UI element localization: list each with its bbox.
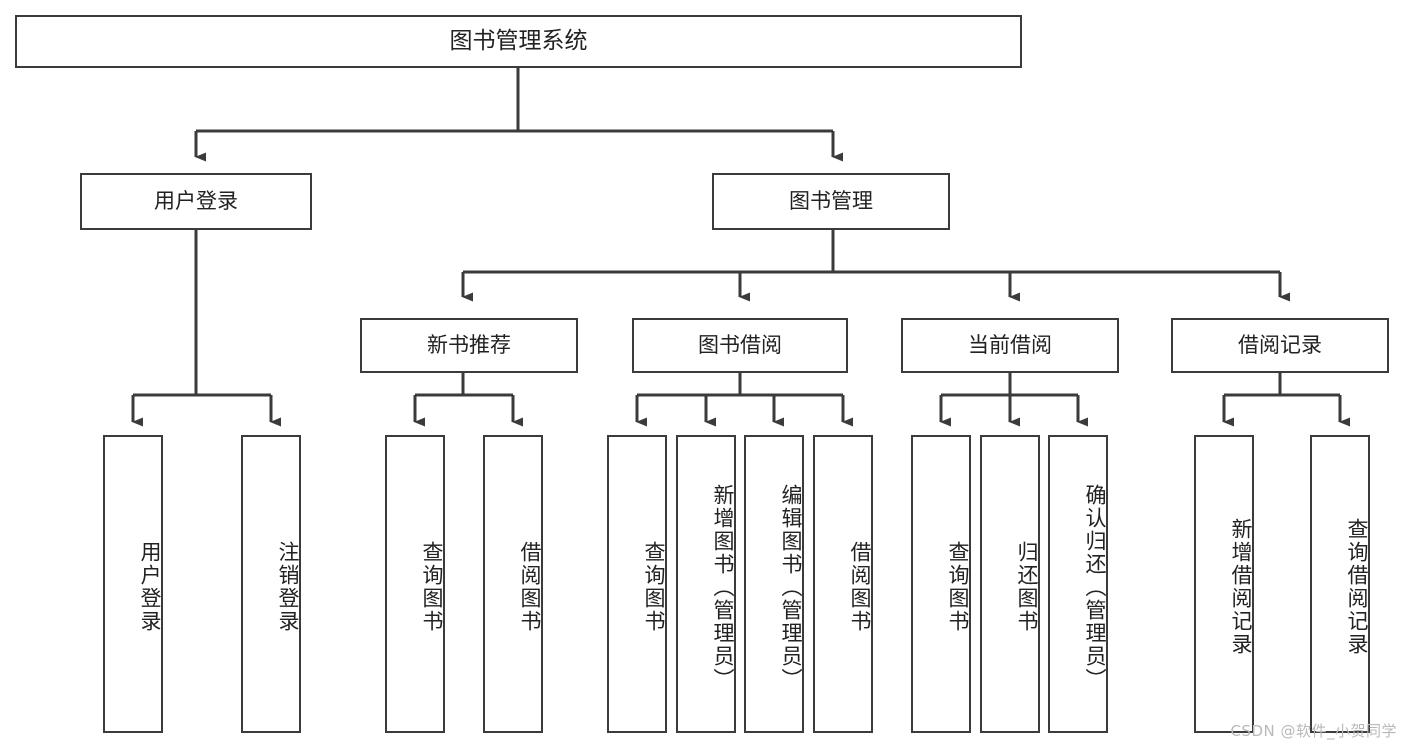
node-new-book-rec[interactable]: 新书推荐 [360,318,578,373]
node-book-manage[interactable]: 图书管理 [712,173,950,230]
leaf-return-book[interactable]: 归还图书 [980,435,1040,733]
node-current-borrow[interactable]: 当前借阅 [901,318,1119,373]
leaf-query-record-label: 查询借阅记录 [1345,518,1369,656]
leaf-add-record[interactable]: 新增借阅记录 [1194,435,1254,733]
leaf-edit-book[interactable]: 编辑图书（管理员） [744,435,804,733]
leaf-user-login[interactable]: 用户登录 [103,435,163,733]
leaf-query-book-1-label: 查询图书 [420,541,444,633]
leaf-edit-book-label: 编辑图书（管理员） [779,483,803,691]
node-book-borrow-label: 图书借阅 [698,332,782,357]
node-new-book-rec-label: 新书推荐 [427,332,511,357]
leaf-add-book-label: 新增图书（管理员） [711,483,735,691]
node-borrow-record[interactable]: 借阅记录 [1171,318,1389,373]
leaf-borrow-book-1[interactable]: 借阅图书 [483,435,543,733]
node-current-borrow-label: 当前借阅 [968,332,1052,357]
leaf-confirm-return-label: 确认归还（管理员） [1083,483,1107,691]
leaf-add-record-label: 新增借阅记录 [1229,518,1253,656]
leaf-query-book-3[interactable]: 查询图书 [911,435,971,733]
leaf-return-book-label: 归还图书 [1015,541,1039,633]
leaf-query-book-1[interactable]: 查询图书 [385,435,445,733]
node-user-login-label: 用户登录 [154,188,238,213]
leaf-query-book-2[interactable]: 查询图书 [607,435,667,733]
node-root[interactable]: 图书管理系统 [15,15,1022,68]
leaf-borrow-book-2-label: 借阅图书 [848,541,872,633]
leaf-confirm-return[interactable]: 确认归还（管理员） [1048,435,1108,733]
node-borrow-record-label: 借阅记录 [1238,332,1322,357]
leaf-borrow-book-2[interactable]: 借阅图书 [813,435,873,733]
leaf-query-book-3-label: 查询图书 [946,541,970,633]
leaf-logout[interactable]: 注销登录 [241,435,301,733]
leaf-query-book-2-label: 查询图书 [642,541,666,633]
leaf-borrow-book-1-label: 借阅图书 [518,541,542,633]
node-root-label: 图书管理系统 [449,27,588,54]
leaf-user-login-label: 用户登录 [138,541,162,633]
node-book-borrow[interactable]: 图书借阅 [632,318,848,373]
leaf-add-book[interactable]: 新增图书（管理员） [676,435,736,733]
leaf-query-record[interactable]: 查询借阅记录 [1310,435,1370,733]
node-user-login[interactable]: 用户登录 [80,173,312,230]
leaf-logout-label: 注销登录 [276,541,300,633]
node-book-manage-label: 图书管理 [789,188,873,213]
